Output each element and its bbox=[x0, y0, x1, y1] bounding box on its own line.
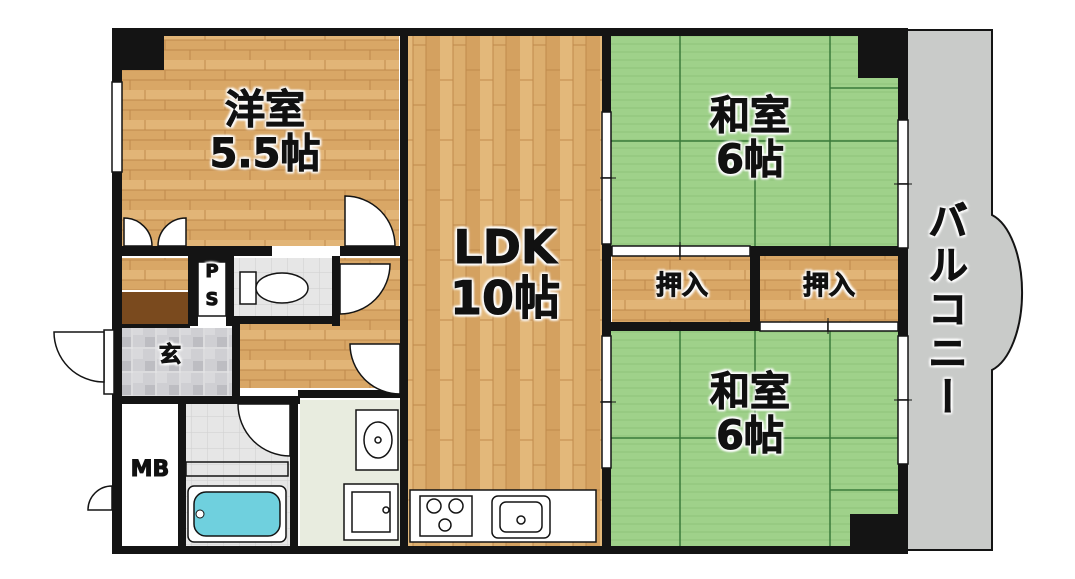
closet-left-label: 押入 bbox=[655, 271, 708, 301]
entrance-ledge bbox=[103, 329, 115, 395]
japanese-room-bottom-size: 6帖 bbox=[716, 413, 785, 459]
japanese-room-top-size: 6帖 bbox=[716, 137, 785, 183]
ldk-label: LDK 10帖 bbox=[430, 220, 580, 325]
pipe-space-label-top: P bbox=[205, 261, 219, 282]
western-room-size: 5.5帖 bbox=[209, 131, 321, 177]
hallway-floor-left bbox=[122, 258, 190, 290]
balcony-label: バルコニー bbox=[921, 200, 968, 421]
bathtub-fixture bbox=[185, 461, 289, 543]
mb-floor bbox=[122, 404, 178, 546]
japanese-room-bottom-name: 和室 bbox=[710, 369, 791, 415]
pipe-space-label-bottom: S bbox=[205, 289, 219, 310]
wall-marks bbox=[600, 177, 912, 403]
japanese-room-bottom-label: 和室 6帖 bbox=[690, 369, 810, 459]
ldk-floor bbox=[405, 36, 603, 546]
entrance-label: 玄 bbox=[158, 343, 181, 368]
washing-machine-fixture bbox=[343, 483, 399, 541]
closet-right-label: 押入 bbox=[802, 271, 855, 301]
meter-box-label: MB bbox=[130, 457, 170, 482]
tatami-lines-top bbox=[610, 36, 900, 246]
walls bbox=[112, 28, 908, 554]
tatami-lines-bottom bbox=[610, 330, 900, 546]
japanese-room-top-label: 和室 6帖 bbox=[690, 93, 810, 183]
balcony-floor bbox=[904, 29, 1024, 551]
washbasin-fixture bbox=[355, 409, 399, 471]
ldk-size: 10帖 bbox=[449, 270, 560, 325]
pipe-space-box bbox=[197, 261, 227, 317]
ldk-name: LDK bbox=[453, 220, 557, 274]
japanese-room-top-name: 和室 bbox=[710, 93, 791, 139]
kitchen-counter bbox=[409, 489, 597, 543]
window-left bbox=[111, 81, 123, 173]
sliding-windows bbox=[601, 111, 909, 469]
toilet-fixture bbox=[239, 271, 309, 305]
western-room-label: 洋室 5.5帖 bbox=[200, 87, 330, 177]
entrance-floor bbox=[122, 328, 240, 396]
closet-left-floor bbox=[612, 256, 750, 322]
shoe-cabinet bbox=[122, 292, 190, 326]
western-room-name: 洋室 bbox=[225, 87, 306, 133]
doors bbox=[53, 195, 401, 511]
closet-right-floor bbox=[760, 256, 898, 322]
